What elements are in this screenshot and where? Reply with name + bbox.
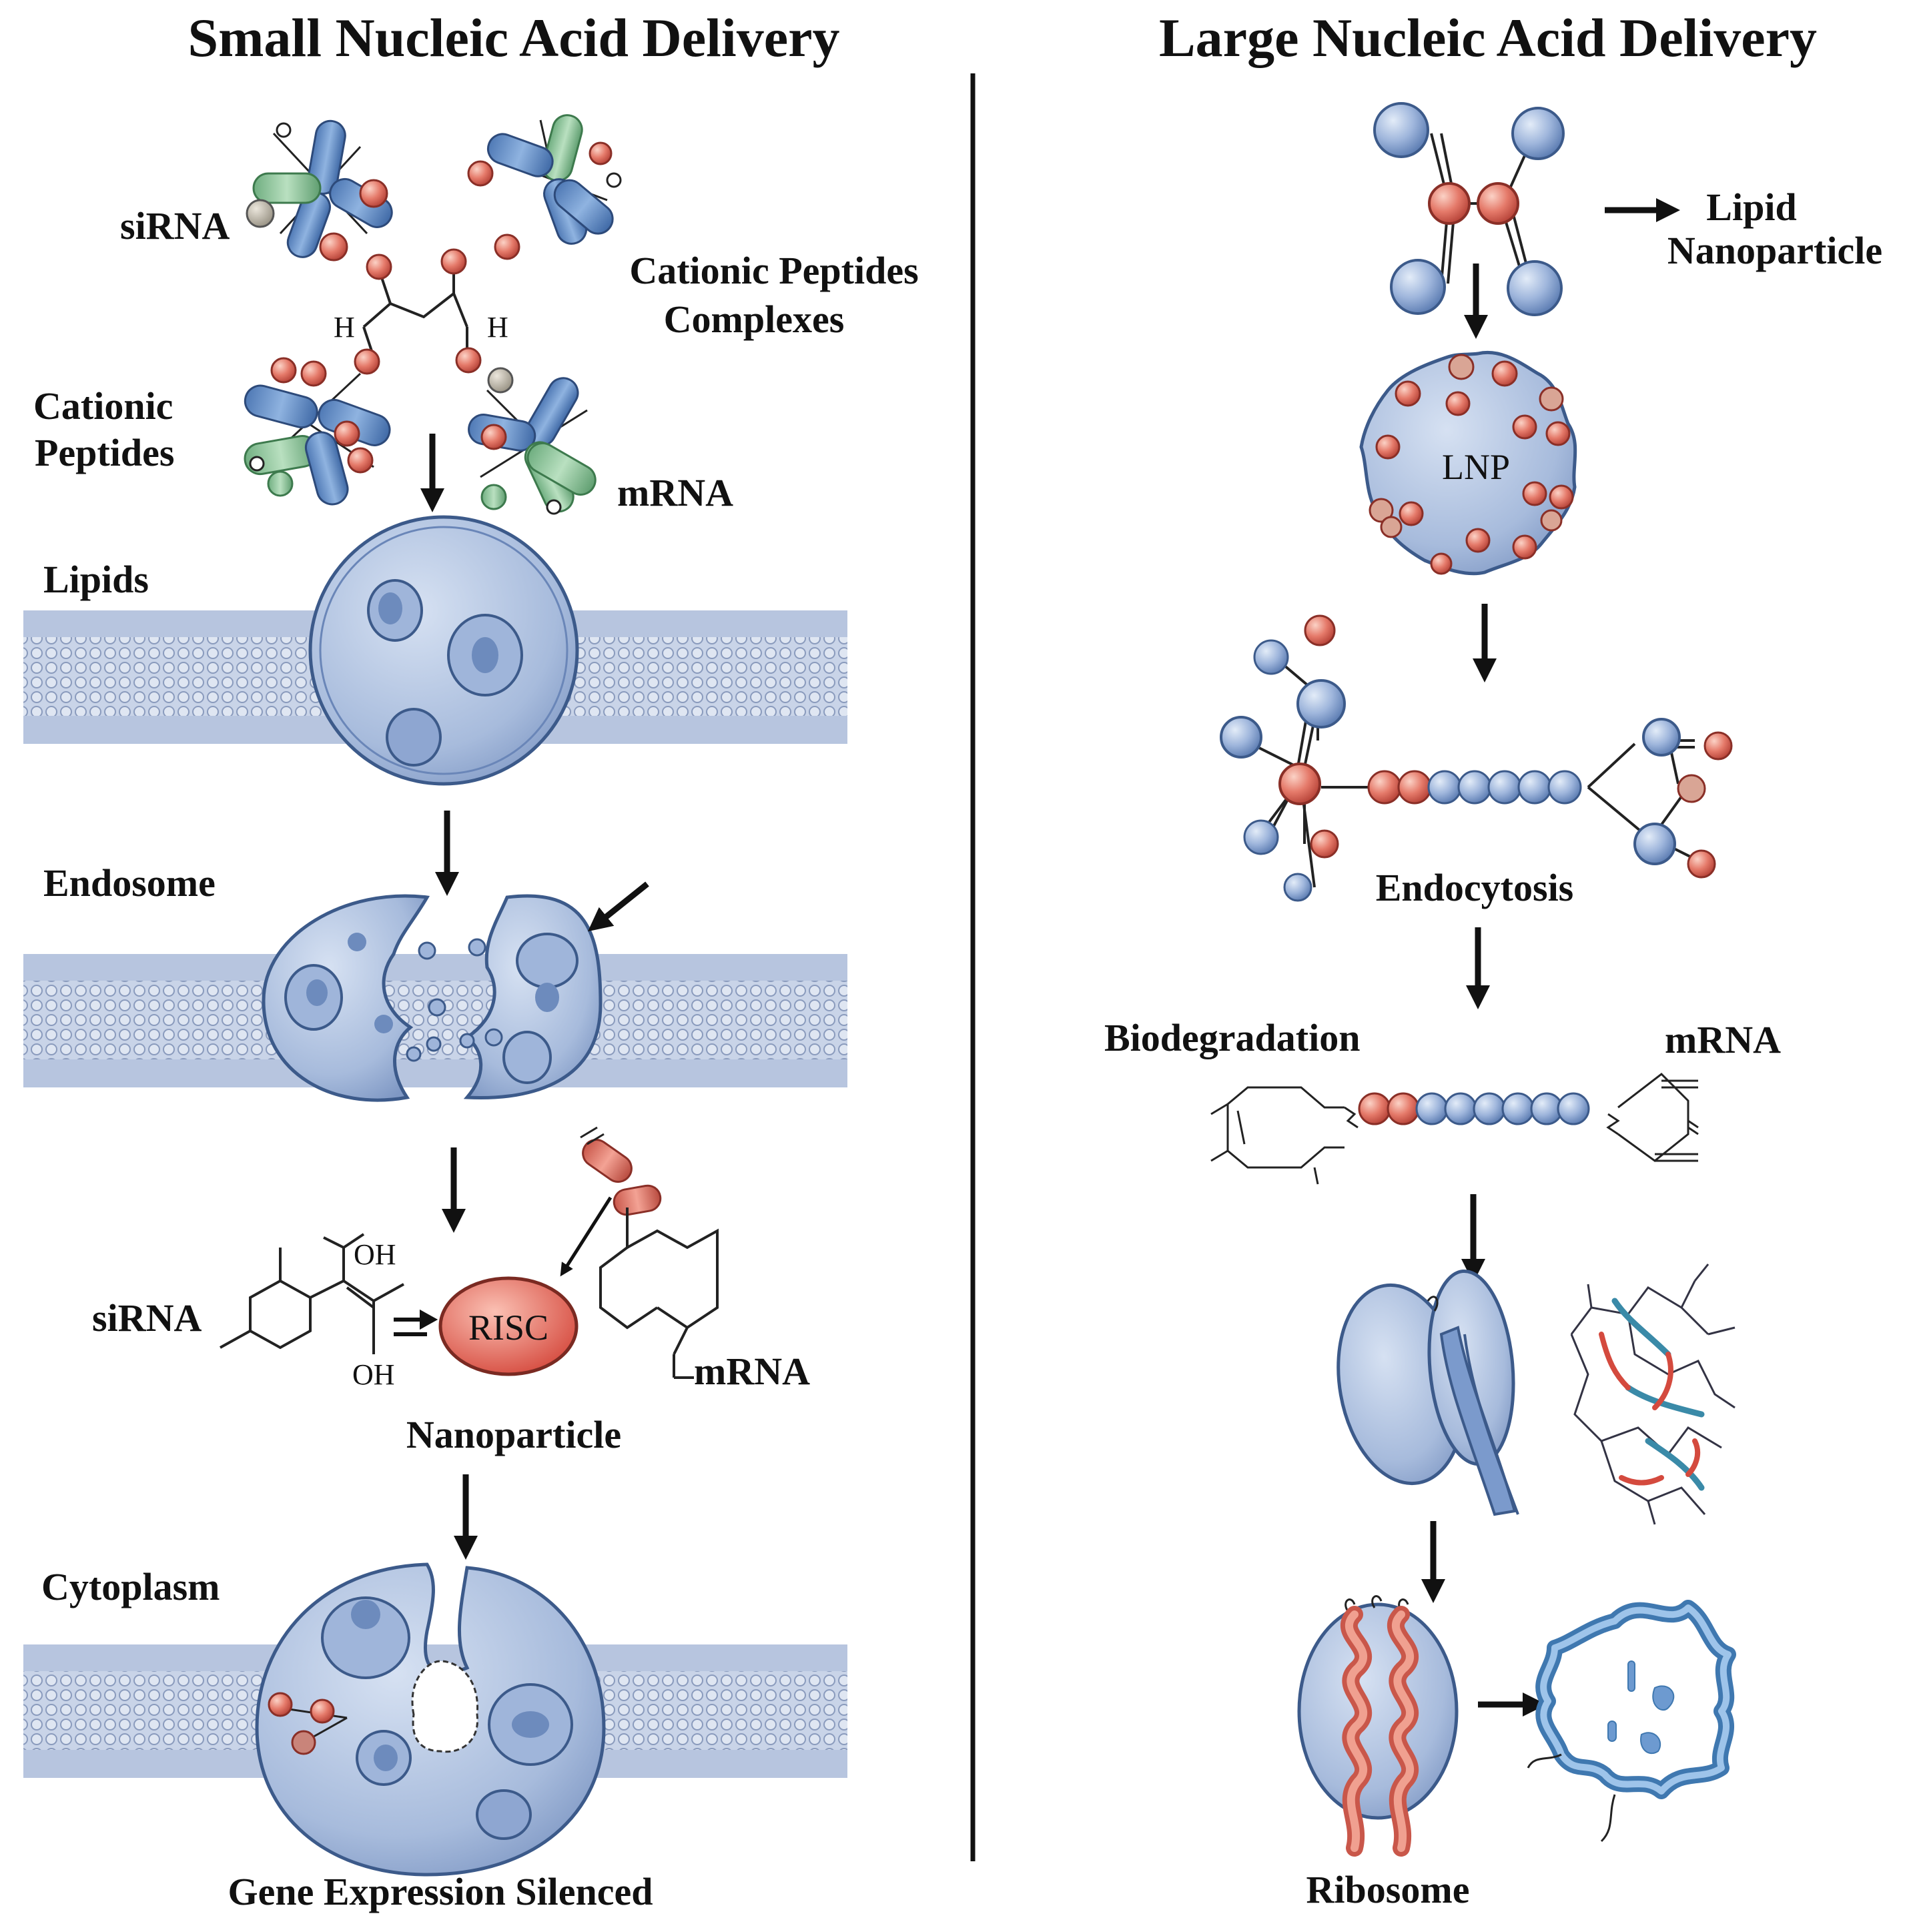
atom: [455, 347, 482, 374]
lipid-bilayer-2: [23, 954, 847, 1087]
lipid-np-label-line2: Nanoparticle: [1667, 229, 1882, 272]
mrna-mid-label: mRNA: [694, 1350, 810, 1393]
biodegradation-strand: [1210, 1073, 1699, 1185]
mrna-strand-structure: [580, 1126, 719, 1379]
right-title: Large Nucleic Acid Delivery: [1159, 7, 1817, 68]
oh-bottom-label: OH: [352, 1358, 395, 1391]
lnp-label: LNP: [1442, 447, 1510, 487]
mrna-top-label: mRNA: [617, 471, 733, 514]
gene-silenced-label: Gene Expression Silenced: [228, 1870, 653, 1913]
cationic-complexes-label-line2: Complexes: [664, 298, 845, 341]
peptide-complex-1: [246, 119, 393, 262]
chem-structure-top: [362, 267, 468, 358]
endocytosis-molecule: [1220, 614, 1733, 902]
risc-complex: [438, 1276, 579, 1376]
peptide-complex-3: [244, 357, 391, 506]
sirna-mid-label: siRNA: [92, 1296, 202, 1340]
endosome-label: Endosome: [43, 861, 216, 905]
atom: [440, 248, 467, 275]
atom: [366, 254, 392, 280]
nanoparticle-label: Nanoparticle: [406, 1413, 621, 1456]
sirna-top-label: siRNA: [120, 204, 230, 248]
endocytosis-label: Endocytosis: [1376, 866, 1574, 909]
peptide-complex-2: [467, 114, 622, 260]
atom: [354, 348, 380, 375]
oh-top-label: OH: [354, 1238, 396, 1271]
cell-vesicle-1: [308, 515, 579, 786]
peptide-complex-4: [468, 367, 597, 515]
endosome-burst: [262, 894, 603, 1102]
cytoplasm-cell: [255, 1562, 606, 1877]
cationic-label-line1: Cationic: [33, 384, 173, 428]
lipid-molecule-top: [1373, 102, 1565, 316]
lnp-particle: [1359, 350, 1577, 576]
folded-protein: [1527, 1600, 1736, 1843]
arrow-diagonal: [587, 881, 649, 932]
protein-fold-structure: [1570, 1264, 1736, 1525]
left-title: Small Nucleic Acid Delivery: [188, 7, 840, 68]
arrow-diagonal: [560, 1196, 613, 1277]
cationic-label-line2: Peptides: [35, 431, 174, 474]
h-label-left: H: [334, 311, 355, 344]
risc-label: RISC: [468, 1308, 548, 1348]
biodegradation-label: Biodegradation: [1104, 1016, 1361, 1059]
lipids-label: Lipids: [43, 558, 149, 601]
cytoplasm-label: Cytoplasm: [41, 1565, 220, 1608]
h-label-right: H: [487, 311, 508, 344]
mrna-right-label: mRNA: [1665, 1018, 1781, 1061]
ribosome-translation: [1297, 1595, 1459, 1857]
ribosome-label: Ribosome: [1306, 1868, 1470, 1911]
lipid-np-label-line1: Lipid: [1706, 185, 1796, 229]
cationic-complexes-label-line1: Cationic Peptides: [629, 249, 918, 292]
ribosome-subunits: [1336, 1269, 1519, 1516]
chem-structure-sirna: [220, 1233, 404, 1354]
equilibrium-arrows: [394, 1309, 438, 1336]
